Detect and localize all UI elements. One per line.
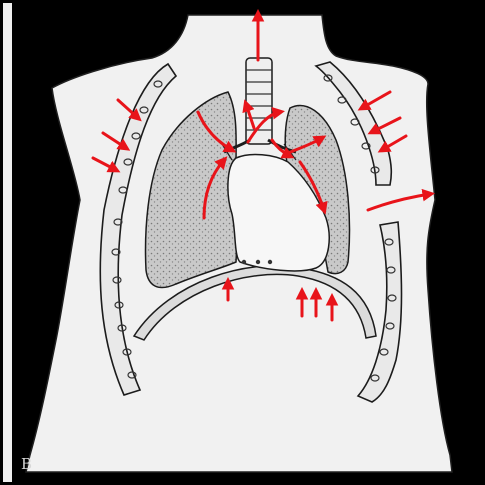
vessel-dot xyxy=(268,260,272,264)
left-border-strip xyxy=(3,3,12,482)
vessel-dot xyxy=(242,260,246,264)
panel-label: B xyxy=(21,455,32,473)
vessel-dot xyxy=(256,260,260,264)
